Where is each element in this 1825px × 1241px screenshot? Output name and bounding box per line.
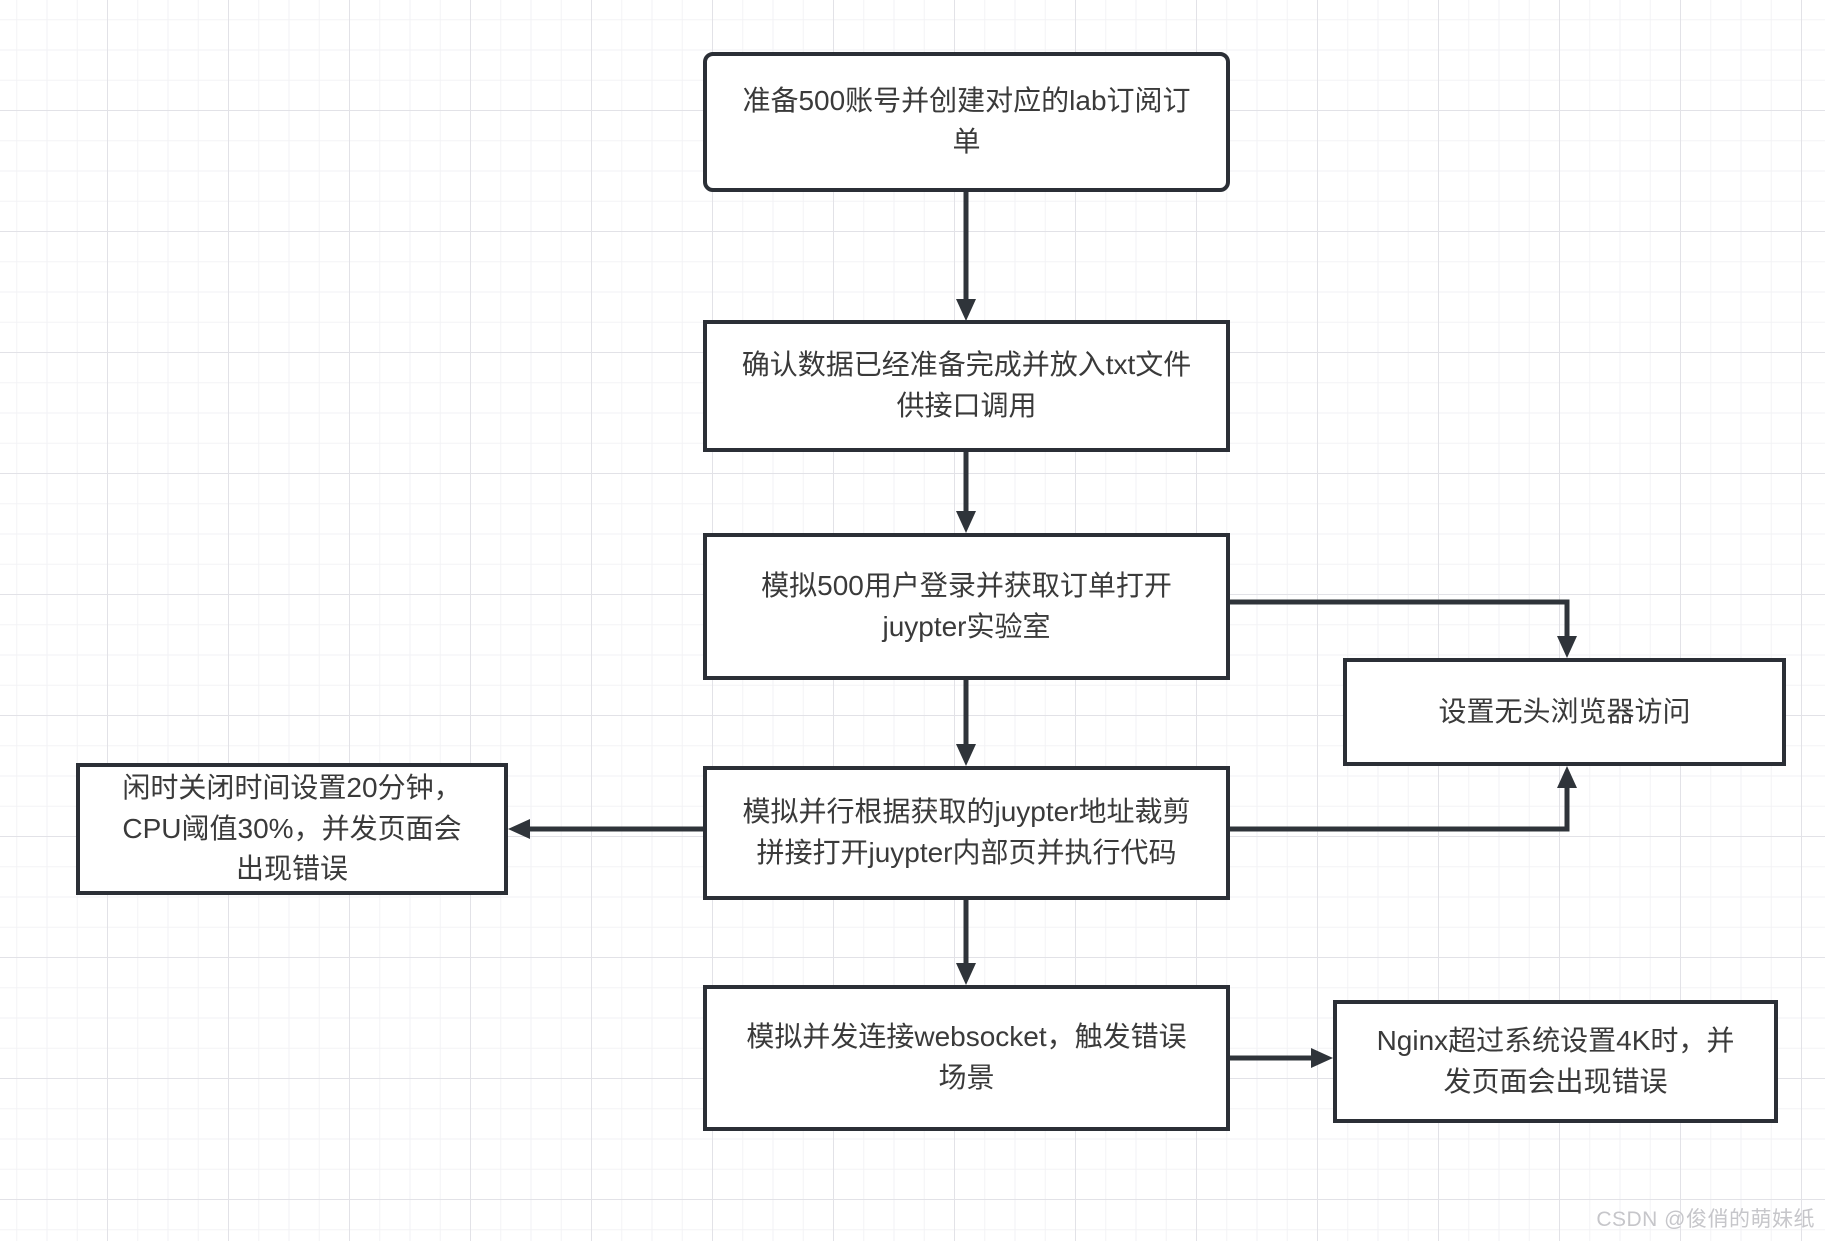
node-prepare-accounts: 准备500账号并创建对应的lab订阅订单 — [703, 52, 1230, 192]
arrow-prepare-to-confirm — [956, 192, 976, 321]
node-parallel-execute: 模拟并行根据获取的juypter地址裁剪拼接打开juypter内部页并执行代码 — [703, 766, 1230, 900]
node-nginx-4k-error-label: Nginx超过系统设置4K时，并发页面会出现错误 — [1376, 1024, 1735, 1097]
node-prepare-accounts-label: 准备500账号并创建对应的lab订阅订单 — [742, 85, 1191, 157]
node-confirm-data: 确认数据已经准备完成并放入txt文件供接口调用 — [703, 320, 1230, 452]
arrow-login-to-parallel — [956, 680, 976, 766]
node-idle-close-error: 闲时关闭时间设置20分钟，CPU阈值30%，并发页面会出现错误 — [76, 763, 508, 895]
arrow-websocket-to-nginx — [1230, 1048, 1333, 1068]
node-confirm-data-label: 确认数据已经准备完成并放入txt文件供接口调用 — [741, 349, 1192, 421]
node-nginx-4k-error: Nginx超过系统设置4K时，并发页面会出现错误 — [1333, 1000, 1778, 1123]
arrow-parallel-to-websocket — [956, 900, 976, 985]
node-websocket-error-label: 模拟并发连接websocket，触发错误场景 — [746, 1021, 1187, 1093]
arrow-confirm-to-login — [956, 452, 976, 533]
node-websocket-error: 模拟并发连接websocket，触发错误场景 — [703, 985, 1230, 1131]
csdn-watermark: CSDN @俊俏的萌妹纸 — [1596, 1208, 1815, 1231]
arrow-parallel-to-idleclose — [508, 819, 703, 839]
node-headless-browser-label: 设置无头浏览器访问 — [1438, 695, 1691, 727]
node-idle-close-error-label: 闲时关闭时间设置20分钟，CPU阈值30%，并发页面会出现错误 — [122, 772, 462, 885]
arrow-parallel-to-headless — [1230, 766, 1577, 832]
node-simulate-login: 模拟500用户登录并获取订单打开juypter实验室 — [703, 533, 1230, 680]
node-parallel-execute-label: 模拟并行根据获取的juypter地址裁剪拼接打开juypter内部页并执行代码 — [742, 796, 1191, 868]
node-simulate-login-label: 模拟500用户登录并获取订单打开juypter实验室 — [761, 569, 1172, 642]
node-headless-browser: 设置无头浏览器访问 — [1343, 658, 1786, 766]
arrow-login-to-headless — [1230, 599, 1577, 658]
